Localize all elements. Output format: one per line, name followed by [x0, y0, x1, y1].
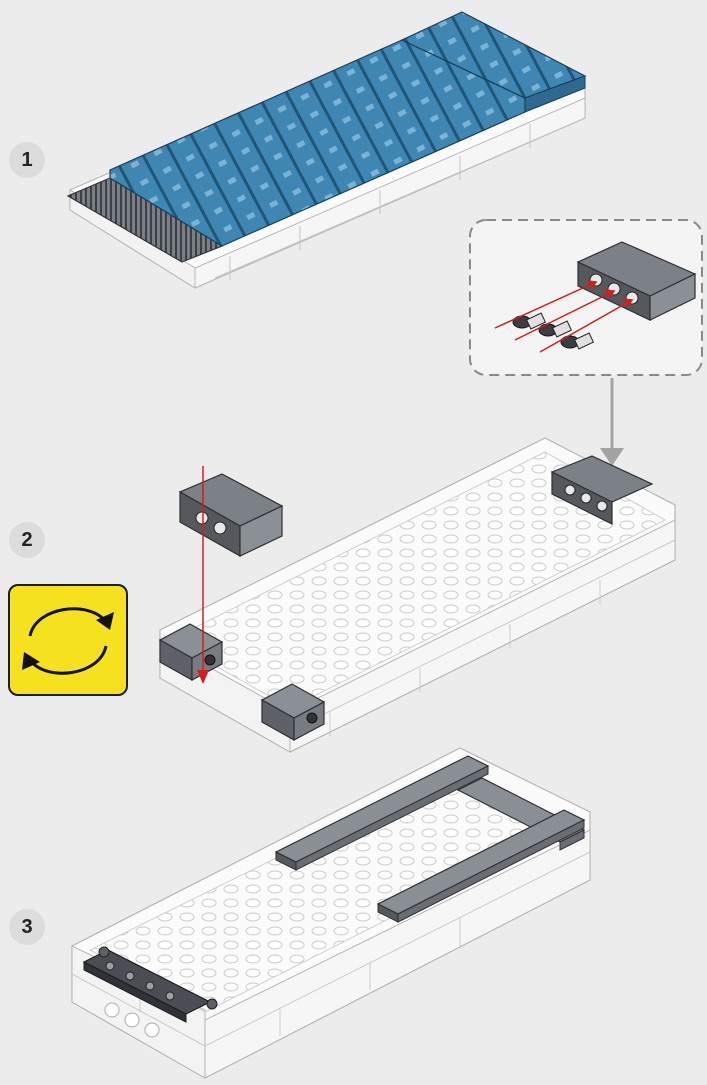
step3-round-1x1-left	[99, 947, 109, 957]
step2-assembly	[160, 438, 675, 752]
step3-hole-3	[145, 1023, 159, 1037]
callout-box	[470, 220, 702, 375]
step2-floating-technic-brick	[180, 474, 282, 556]
step3-round-1x1-right	[207, 999, 217, 1009]
step3-hole-2	[125, 1013, 139, 1027]
step3-assembly	[72, 748, 590, 1078]
step3-hole-1	[105, 1003, 119, 1017]
callout-pointer-arrow	[600, 378, 624, 466]
